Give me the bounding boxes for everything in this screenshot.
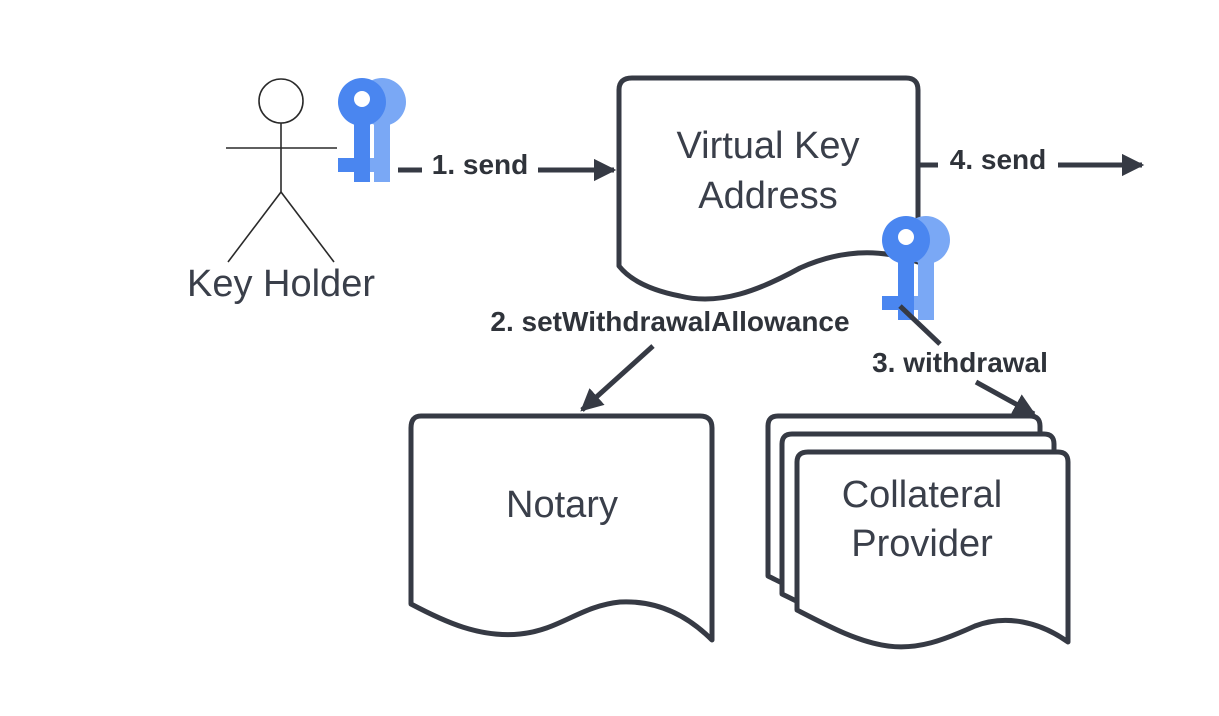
collateral-provider-node[interactable]: Collateral Provider [765, 413, 1071, 650]
person-icon [226, 78, 337, 263]
virtual-key-label-line2: Address [698, 175, 837, 217]
notary-node[interactable]: Notary [408, 413, 715, 643]
edge-set-withdrawal-allowance: 2. setWithdrawalAllowance [490, 306, 850, 412]
edge-send-4: 4. send [919, 144, 1145, 179]
edge-withdrawal: 3. withdrawal [872, 304, 1048, 417]
edge-send-1: 1. send [398, 149, 617, 184]
notary-label: Notary [506, 484, 618, 526]
edge-label-send-1: 1. send [432, 149, 528, 180]
key-icon [338, 78, 406, 182]
key-icon [882, 216, 950, 320]
collateral-label-line1: Collateral [842, 474, 1003, 516]
edge-label-withdrawal: 3. withdrawal [872, 347, 1048, 378]
collateral-label-line2: Provider [851, 523, 993, 565]
virtual-key-address-node[interactable]: Virtual Key Address [616, 75, 921, 302]
edge-label-send-4: 4. send [950, 144, 1046, 175]
edge-label-set-withdrawal-allowance: 2. setWithdrawalAllowance [490, 306, 849, 337]
actor-label: Key Holder [187, 263, 375, 305]
virtual-key-label-line1: Virtual Key [676, 125, 859, 167]
